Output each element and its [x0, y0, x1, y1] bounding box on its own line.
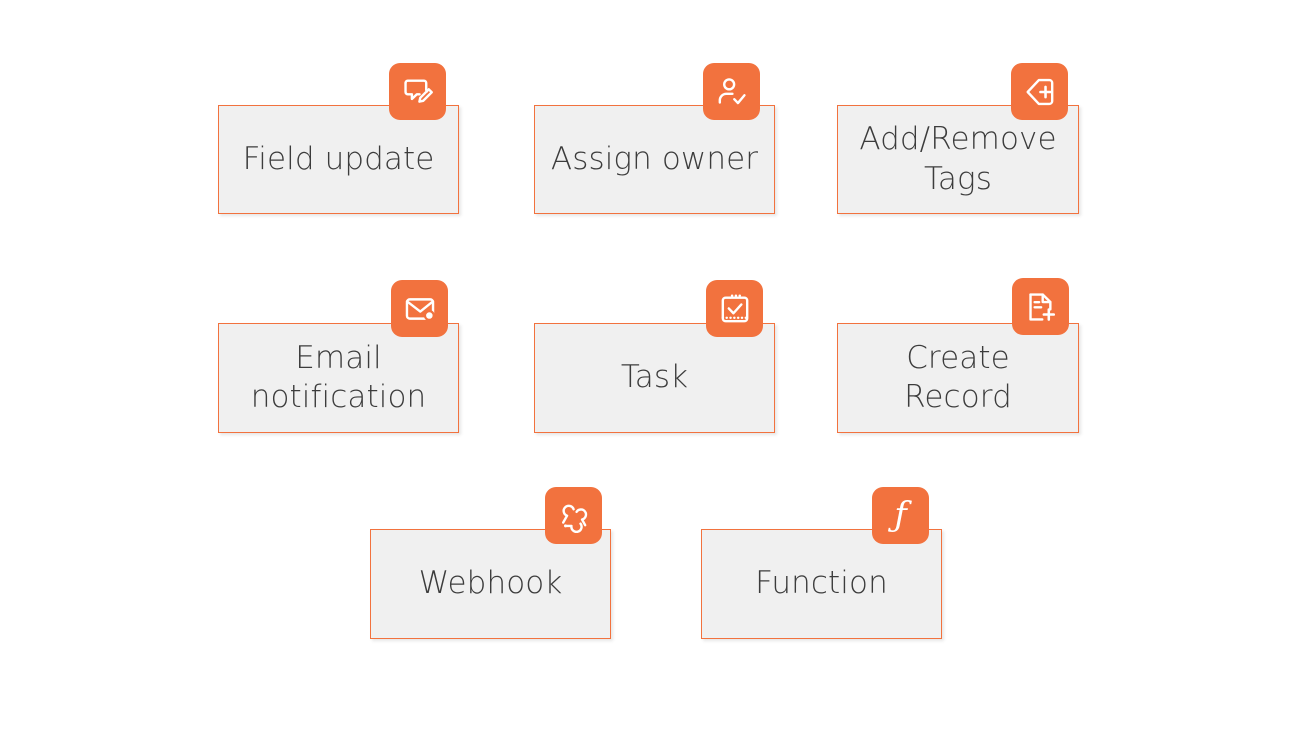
- action-icon-badge[interactable]: [1012, 278, 1069, 335]
- action-card[interactable]: Assign owner: [534, 105, 775, 214]
- action-card[interactable]: Task: [534, 323, 775, 433]
- clipboard-check-icon: [718, 292, 752, 326]
- action-card-label: Email notification: [250, 339, 427, 415]
- speech-bubble-pencil-icon: [401, 75, 435, 109]
- action-icon-badge[interactable]: [706, 280, 763, 337]
- action-icon-badge[interactable]: [1011, 63, 1068, 120]
- action-card-label: Webhook: [418, 565, 563, 602]
- webhook-icon: [557, 499, 591, 533]
- action-icon-badge[interactable]: [703, 63, 760, 120]
- action-icon-badge[interactable]: ƒ: [872, 487, 929, 544]
- action-card-label: Function: [755, 565, 888, 602]
- person-check-icon: [715, 75, 749, 109]
- action-card-label: Task: [620, 359, 689, 396]
- function-glyph: ƒ: [894, 494, 907, 535]
- action-card[interactable]: Email notification: [218, 323, 459, 433]
- action-card-label: Add/Remove Tags: [859, 121, 1057, 197]
- action-card-label: Create Record: [904, 339, 1012, 415]
- action-card[interactable]: Add/Remove Tags: [837, 105, 1079, 214]
- action-icon-badge[interactable]: [389, 63, 446, 120]
- document-plus-icon: [1024, 290, 1058, 324]
- action-icon-badge[interactable]: [391, 280, 448, 337]
- action-icon-badge[interactable]: [545, 487, 602, 544]
- function-f-icon: ƒ: [894, 494, 907, 535]
- action-card[interactable]: Field update: [218, 105, 459, 214]
- envelope-dot-icon: [403, 292, 437, 326]
- action-card[interactable]: Function: [701, 529, 942, 639]
- action-card-label: Assign owner: [550, 140, 759, 177]
- action-card-label: Field update: [242, 140, 435, 177]
- action-card[interactable]: Create Record: [837, 323, 1079, 433]
- tag-plus-icon: [1023, 75, 1057, 109]
- action-card[interactable]: Webhook: [370, 529, 611, 639]
